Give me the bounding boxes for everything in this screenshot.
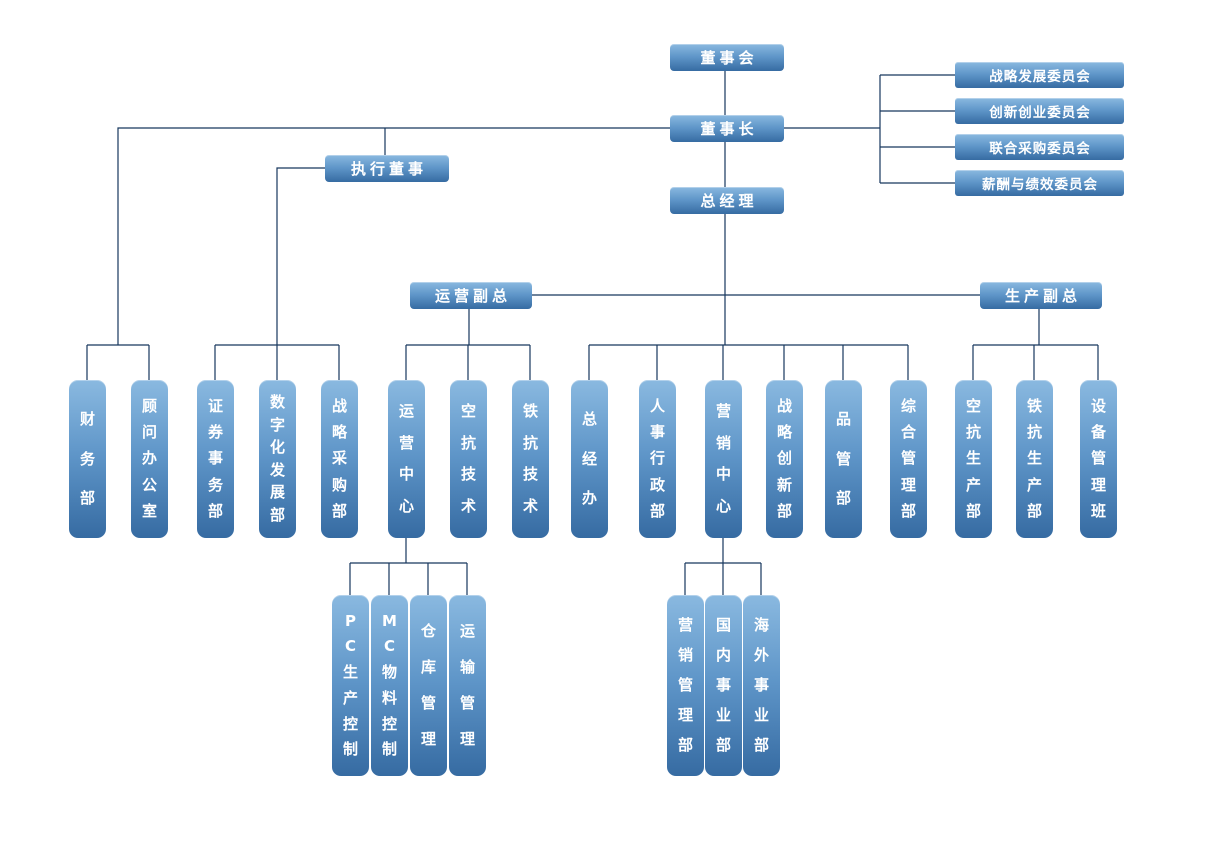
node-committee-joint-procurement: 联合采购委员会 — [955, 134, 1124, 160]
node-dept-advisor-office: 顾问办公室 — [131, 380, 168, 538]
node-unit-warehouse-management: 仓库管理 — [410, 595, 447, 776]
node-dept-gm-office: 总经办 — [571, 380, 608, 538]
node-dept-finance: 财务部 — [69, 380, 106, 538]
node-dept-marketing-center: 营销中心 — [705, 380, 742, 538]
node-vp-production: 生产副总 — [980, 282, 1102, 309]
node-dept-strategic-procurement: 战略采购部 — [321, 380, 358, 538]
node-vp-operations: 运营副总 — [410, 282, 532, 309]
node-unit-overseas-business: 海外事业部 — [743, 595, 780, 776]
node-board-of-directors: 董事会 — [670, 44, 784, 71]
node-unit-domestic-business: 国内事业部 — [705, 595, 742, 776]
node-dept-securities-affairs: 证券事务部 — [197, 380, 234, 538]
node-dept-hr-admin: 人事行政部 — [639, 380, 676, 538]
node-general-manager: 总经理 — [670, 187, 784, 214]
node-dept-equipment-management: 设备管理班 — [1080, 380, 1117, 538]
node-committee-innovation-entrepreneurship: 创新创业委员会 — [955, 98, 1124, 124]
node-dept-tiekang-technology: 铁抗技术 — [512, 380, 549, 538]
node-committee-compensation-performance: 薪酬与绩效委员会 — [955, 170, 1124, 196]
node-unit-marketing-management: 营销管理部 — [667, 595, 704, 776]
node-unit-transport-management: 运输管理 — [449, 595, 486, 776]
node-dept-strategic-innovation: 战略创新部 — [766, 380, 803, 538]
node-dept-digital-development: 数字化发展部 — [259, 380, 296, 538]
node-dept-tiekang-production: 铁抗生产部 — [1016, 380, 1053, 538]
node-dept-quality-control: 品管部 — [825, 380, 862, 538]
node-dept-operations-center: 运营中心 — [388, 380, 425, 538]
node-chairman: 董事长 — [670, 115, 784, 142]
node-executive-director: 执行董事 — [325, 155, 449, 182]
node-committee-strategic-development: 战略发展委员会 — [955, 62, 1124, 88]
node-dept-general-management: 综合管理部 — [890, 380, 927, 538]
node-dept-kongkang-production: 空抗生产部 — [955, 380, 992, 538]
node-dept-kongkang-technology: 空抗技术 — [450, 380, 487, 538]
